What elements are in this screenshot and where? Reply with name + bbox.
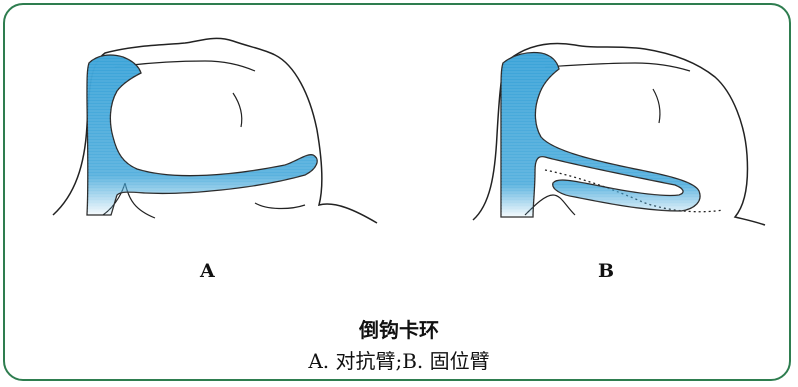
panel-b-cusp-line [545,63,690,71]
panel-b-inner-curve [653,89,660,123]
panel-a-inner-curve [233,93,242,127]
figure-caption: A. 对抗臂;B. 固位臂 [5,345,791,374]
figure-frame: A B 倒钩卡环 A. 对抗臂;B. 固位臂 [3,3,791,381]
figure-title: 倒钩卡环 [5,314,791,343]
panel-b-drawing [473,44,765,225]
panel-a-drawing [53,38,377,223]
panel-b-label: B [598,260,614,282]
panel-a-label: A [200,260,215,282]
